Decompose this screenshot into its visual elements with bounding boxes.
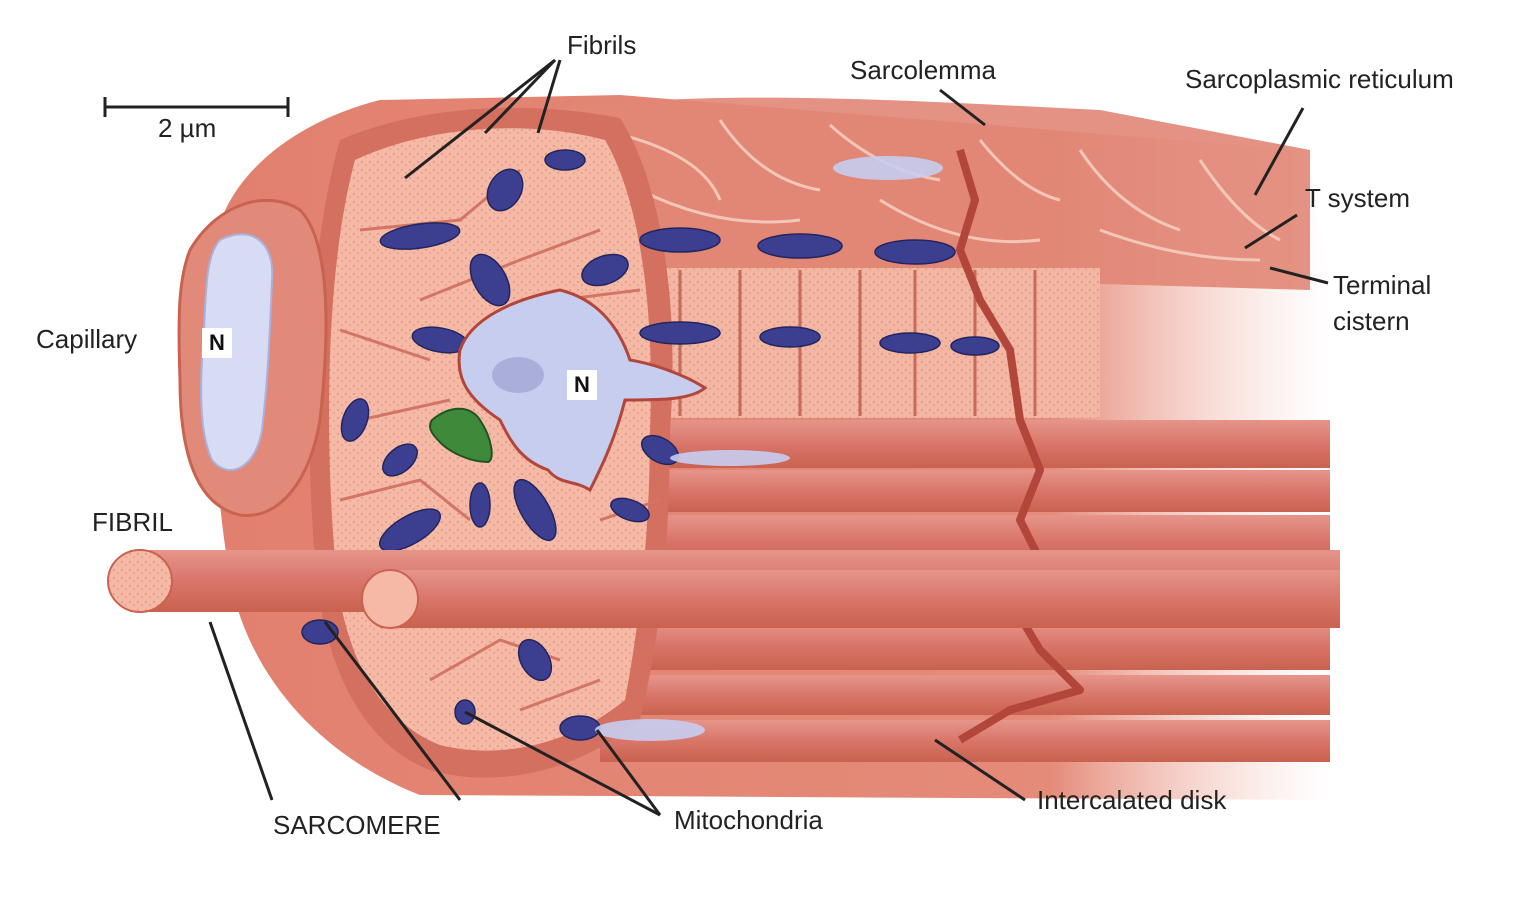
intercalated-disk (956, 148, 1084, 744)
mitochondria-group (301, 149, 1000, 741)
sarcoplasmic-reticulum-label: Sarcoplasmic reticulum (1185, 64, 1454, 94)
protruding-fibril-second (361, 569, 1340, 629)
sarcolemma-label: Sarcolemma (850, 55, 996, 85)
mitochondria-label: Mitochondria (674, 805, 823, 835)
sarcomere-label: SARCOMERE (273, 810, 441, 840)
scale-bar-label: 2 µm (158, 113, 217, 143)
terminal-cistern-label-line1: Terminal (1333, 270, 1432, 300)
t-system-label: T system (1305, 183, 1410, 213)
fibril-label: FIBRIL (92, 507, 173, 537)
intercalated-disk-label: Intercalated disk (1037, 785, 1227, 815)
capillary-label: Capillary (36, 324, 138, 354)
sarcoplasm-channels (595, 156, 943, 741)
capillary-nucleus-marker: N (202, 328, 232, 358)
cell-nucleus-marker: N (567, 370, 597, 400)
nucleolus (492, 357, 544, 393)
terminal-cistern-label-line2: cistern (1333, 306, 1410, 336)
fibrils-label: Fibrils (567, 30, 637, 60)
sarcolemma-surface (560, 97, 1310, 291)
leader-lines (103, 58, 1329, 817)
golgi-apparatus (429, 407, 493, 464)
